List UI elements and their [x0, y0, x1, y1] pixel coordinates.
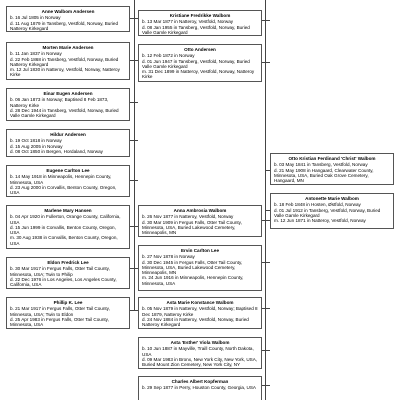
person-box[interactable]: Charles Albert Kopferman b. 29 Sep 1877 …	[138, 376, 262, 400]
connector	[266, 210, 272, 211]
person-detail: b. 03 May 1841 in Tansberg, Vestfold, No…	[274, 162, 368, 168]
person-name: Einar Eugen Andersen	[43, 91, 93, 96]
person-detail: d. 24 Nov 1884 in Natteroy, Vestfold, No…	[142, 316, 249, 328]
person-name: Otto Kristian Ferdinand 'Christ' Walbom	[288, 156, 376, 161]
person-detail: d. 30 Dec 1945 in Fergus Falls, Otter Ta…	[142, 259, 243, 276]
connector	[130, 18, 138, 19]
person-detail: d. 08 Jan 1955 in Tansberg, Vestfold, No…	[142, 24, 250, 35]
person-detail: b. 10 Jun 1887 in Mayville, Traill Count…	[142, 346, 254, 357]
connector	[262, 385, 270, 386]
person-detail: d. 08 Oct 1850 in Bergen, Hordaland, Nor…	[10, 148, 103, 154]
person-box[interactable]: Ervin Carlton Lee b. 27 Nov 1878 in Norw…	[138, 245, 262, 291]
person-box[interactable]: Anne Walbom Andersen b. 16 Jul 1805 in N…	[6, 6, 130, 32]
connector	[130, 226, 138, 227]
person-name: Asta 'Esther' Viola Walbom	[170, 340, 230, 345]
person-detail: b. 21 Mar 1917 in Fergus Falls, Otter Ta…	[10, 306, 110, 317]
person-detail: d. 22 Feb 1868 in Tansberg, Vestfold, No…	[10, 56, 119, 67]
person-name: Morten Marie Andersen	[42, 45, 94, 50]
person-box[interactable]: Otto Andersen b. 12 Feb 1872 in Norway d…	[138, 44, 262, 82]
person-detail: m. 24 Jun 1916 in Minneapolis, Hennepin …	[142, 275, 244, 286]
person-detail: d. 23 Aug 2000 in Corvallis, Benton Coun…	[10, 184, 117, 196]
person-name: Anna Ambrosia Walbom	[173, 208, 227, 213]
connector	[130, 180, 138, 181]
person-name: Eldon Fredrick Lee	[47, 260, 89, 265]
connector	[262, 62, 270, 63]
person-detail: d. 15 Jun 1999 in Corvallis, Benton Coun…	[10, 224, 116, 236]
person-box[interactable]: Asta 'Esther' Viola Walbom b. 10 Jun 188…	[138, 337, 262, 369]
person-detail: m. 30 Aug 1938 in Corvallis, Benton Coun…	[10, 235, 118, 246]
person-detail: d. 25 Apr 1983 in Fergus Falls, Otter Ta…	[10, 316, 109, 328]
connector	[130, 60, 138, 61]
person-detail: b. 18 Feb 1848 in Hosten, Østfold, Norwa…	[274, 202, 361, 208]
connector	[130, 102, 138, 103]
person-box[interactable]: Phillip K. Lee b. 21 Mar 1917 in Fergus …	[6, 297, 130, 329]
person-box[interactable]: Asta Marie Konstance Walbom b. 05 Nov 18…	[138, 297, 262, 329]
person-detail: d. 30 Mar 1909 in Fergus Falls, Otter Ta…	[142, 219, 242, 236]
person-detail: b. 16 Jul 1805 in Norway	[10, 15, 61, 21]
person-detail: b. 27 Nov 1878 in Norway	[142, 254, 195, 260]
person-detail: d. 22 Dec 1976 in Los Angeles, Los Angel…	[10, 276, 117, 288]
person-box[interactable]: Eugene Carlton Lee b. 14 May 1918 in Min…	[6, 165, 130, 197]
person-name: Hildur Andersen	[50, 132, 86, 137]
connector	[262, 350, 270, 351]
person-detail: b. 30 Mar 1917 in Fergus Falls, Otter Ta…	[10, 266, 110, 277]
person-box[interactable]: Einar Eugen Andersen b. 06 Jan 1873 in N…	[6, 88, 130, 121]
person-detail: b. 04 Apr 1920 in Fullerton, Orange Coun…	[10, 214, 121, 225]
person-box[interactable]: Marlene Mary Hansen b. 04 Apr 1920 in Fu…	[6, 205, 130, 249]
person-detail: b. 05 Nov 1879 in Natteroy, Vestfold, No…	[142, 306, 258, 317]
person-box[interactable]: Otto Kristian Ferdinand 'Christ' Walbom …	[270, 153, 394, 185]
person-detail: b. 13 Mar 1877 in Natteroy, Vestfold, No…	[142, 19, 234, 25]
connector	[266, 170, 272, 171]
person-box[interactable]: Morten Marie Andersen b. 11 Jan 1837 in …	[6, 42, 130, 80]
person-name: Otto Andersen	[184, 47, 216, 52]
person-detail: m. 12 Jun 1871 in Natteroy, Vestfold, No…	[274, 218, 366, 224]
connector	[134, 0, 135, 310]
person-name: Ervin Carlton Lee	[180, 248, 220, 253]
person-detail: b. 12 Feb 1872 in Norway	[142, 53, 195, 59]
person-name: Anne Walbom Andersen	[41, 9, 95, 14]
person-detail: b. 06 Jan 1873 in Norway; Baptised 8 Feb…	[10, 97, 109, 108]
connector	[262, 20, 270, 21]
person-detail: d. 01 Jun 1947 in Tansberg, Vestfold, No…	[142, 58, 250, 69]
person-detail: d. 15 Aug 2005 in Norway	[10, 143, 63, 149]
person-name: Eugene Carlton Lee	[46, 168, 90, 173]
connector	[130, 310, 138, 311]
connector	[130, 140, 138, 141]
person-box[interactable]: Antonette Marie Walbom b. 18 Feb 1848 in…	[270, 193, 394, 229]
person-detail: d. 09 Mar 1983 in Bronx, New York City, …	[142, 356, 258, 368]
person-detail: d. 11 Aug 1879 in Tansberg, Vestfold, No…	[10, 20, 119, 31]
person-detail: b. 19 Oct 1818 in Norway	[10, 138, 62, 144]
person-name: Antonette Marie Walbom	[305, 196, 359, 201]
person-detail: b. 14 May 1918 in Minneapolis, Hennepin …	[10, 174, 112, 185]
person-name: Kristiane Fredrikke Walbom	[169, 13, 231, 18]
person-detail: b. 29 Sep 1877 in Perry, Houston County,…	[142, 385, 256, 391]
person-detail: b. 26 Nov 1877 in Natteroy, Vestfold, No…	[142, 214, 234, 220]
person-name: Asta Marie Konstance Walbom	[166, 300, 234, 305]
person-detail: d. 28 Dec 1944 in Tansberg, Vestfold, No…	[10, 107, 119, 119]
person-name: Marlene Mary Hansen	[44, 208, 92, 213]
person-detail: m. 12 Jul 1830 in Natteroy, Vestfold, No…	[10, 67, 120, 78]
person-detail: d. 01 Jul 1912 in Tansberg, Vestfold, No…	[274, 207, 381, 218]
person-box[interactable]: Kristiane Fredrikke Walbom b. 13 Mar 187…	[138, 10, 262, 36]
person-detail: m. 31 Dec 1899 in Natteroy, Vestfold, No…	[142, 69, 255, 80]
person-name: Charles Albert Kopferman	[171, 379, 229, 384]
person-name: Phillip K. Lee	[53, 300, 83, 305]
connector	[262, 262, 270, 263]
connector	[265, 0, 266, 400]
person-detail: b. 11 Jan 1837 in Norway	[10, 51, 62, 57]
person-box[interactable]: Hildur Andersen b. 19 Oct 1818 in Norway…	[6, 129, 130, 157]
person-box[interactable]: Anna Ambrosia Walbom b. 26 Nov 1877 in N…	[138, 205, 262, 237]
person-box[interactable]: Eldon Fredrick Lee b. 30 Mar 1917 in Fer…	[6, 257, 130, 289]
connector	[130, 268, 138, 269]
connector	[262, 308, 270, 309]
connector	[262, 220, 270, 221]
person-detail: d. 21 May 1908 in Hangaard, Clearwater C…	[274, 167, 374, 184]
